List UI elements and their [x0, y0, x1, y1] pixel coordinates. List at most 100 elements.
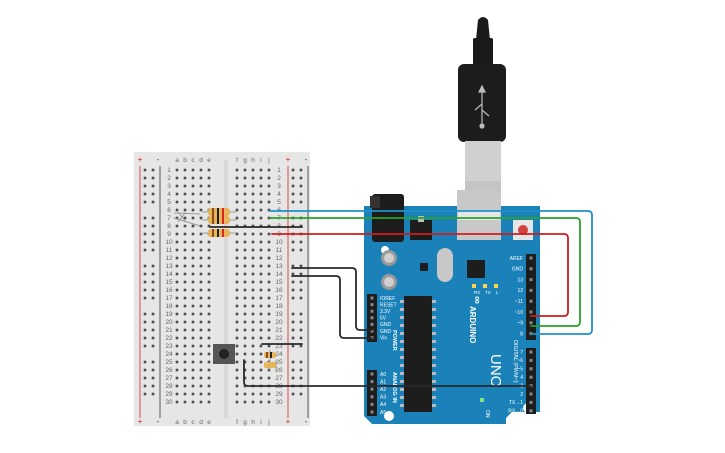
breadboard-hole: [251, 192, 255, 196]
red-wire[interactable]: [271, 233, 569, 317]
header-pin[interactable]: [370, 410, 374, 414]
header-pin[interactable]: [370, 316, 374, 320]
rail-hole: [299, 184, 303, 188]
header-pin[interactable]: [370, 303, 374, 307]
header-pin[interactable]: [370, 402, 374, 406]
header-pin[interactable]: [370, 329, 374, 333]
resistor-pulldown[interactable]: [264, 350, 277, 372]
breadboard-hole: [235, 312, 239, 316]
breadboard-hole: [199, 312, 203, 316]
header-pin[interactable]: [529, 278, 533, 282]
breadboard-hole: [235, 360, 239, 364]
header-pin[interactable]: [370, 296, 374, 300]
breadboard-hole: [199, 224, 203, 228]
rail-hole: [291, 376, 295, 380]
row-number: 18: [275, 303, 283, 310]
breadboard-hole: [259, 320, 263, 324]
header-pin[interactable]: [370, 387, 374, 391]
breadboard-hole: [235, 168, 239, 172]
header-pin[interactable]: [529, 392, 533, 396]
breadboard-hole: [183, 360, 187, 364]
breadboard-hole: [235, 280, 239, 284]
breadboard-hole: [235, 400, 239, 404]
row-number: 12: [165, 255, 173, 262]
breadboard-hole: [207, 384, 211, 388]
rail-hole: [291, 360, 295, 364]
header-pin[interactable]: [529, 375, 533, 379]
row-number: 21: [275, 327, 283, 334]
black-wire-gnd[interactable]: [291, 275, 373, 339]
pin-label: 4: [520, 375, 523, 381]
pin-label: ~10: [515, 310, 524, 316]
breadboard-hole: [183, 336, 187, 340]
rail-sign: -: [157, 417, 160, 426]
rail-sign: -: [157, 155, 160, 164]
rail-hole: [151, 248, 155, 252]
rail-hole: [143, 328, 147, 332]
breadboard-hole: [267, 304, 271, 308]
breadboard-hole: [199, 280, 203, 284]
row-number: 23: [275, 343, 283, 350]
rail-hole: [151, 224, 155, 228]
resistor-2[interactable]: [202, 216, 236, 224]
breadboard-hole: [175, 336, 179, 340]
breadboard-hole: [199, 320, 203, 324]
arduino-brand-label: ARDUINO: [468, 306, 477, 343]
rail-hole: [299, 368, 303, 372]
header-pin[interactable]: [529, 350, 533, 354]
black-wire-5v[interactable]: [291, 267, 373, 331]
green-wire[interactable]: [269, 217, 581, 327]
row-number: 29: [275, 391, 283, 398]
header-pin[interactable]: [529, 321, 533, 325]
column-letter: h: [251, 157, 255, 164]
header-pin[interactable]: [529, 367, 533, 371]
blue-wire[interactable]: [269, 210, 593, 335]
pin-label: A5: [380, 410, 386, 416]
header-pin[interactable]: [529, 400, 533, 404]
header-pin[interactable]: [529, 299, 533, 303]
header-pin[interactable]: [529, 256, 533, 260]
breadboard-hole: [251, 168, 255, 172]
header-pin[interactable]: [370, 309, 374, 313]
row-number: 11: [276, 247, 283, 254]
rail-hole: [299, 192, 303, 196]
header-pin[interactable]: [370, 380, 374, 384]
breadboard-hole: [235, 272, 239, 276]
row-number: 30: [165, 399, 173, 406]
black-wire-button[interactable]: [243, 359, 532, 387]
pushbutton[interactable]: [213, 344, 235, 364]
header-pin[interactable]: [529, 409, 533, 413]
breadboard-hole: [235, 336, 239, 340]
header-pin[interactable]: [529, 310, 533, 314]
resistor-3[interactable]: [202, 229, 236, 237]
header-pin[interactable]: [370, 395, 374, 399]
breadboard-hole: [267, 256, 271, 260]
header-pin[interactable]: [529, 288, 533, 292]
led-component[interactable]: [173, 211, 201, 227]
breadboard-hole: [267, 216, 271, 220]
breadboard-hole: [267, 232, 271, 236]
pin-label: 5V: [380, 316, 387, 322]
breadboard-hole: [175, 328, 179, 332]
resistor-1[interactable]: [202, 208, 236, 216]
breadboard-hole: [175, 200, 179, 204]
rail-hole: [291, 344, 295, 348]
rail-hole: [151, 176, 155, 180]
pin-label: ~11: [515, 299, 523, 305]
rail-hole: [151, 288, 155, 292]
breadboard-hole: [199, 288, 203, 292]
header-pin[interactable]: [370, 372, 374, 376]
breadboard-hole: [267, 328, 271, 332]
rail-hole: [291, 200, 295, 204]
row-number: 4: [167, 191, 171, 198]
breadboard-hole: [267, 392, 271, 396]
header-pin[interactable]: [370, 322, 374, 326]
breadboard-hole: [183, 400, 187, 404]
header-pin[interactable]: [529, 267, 533, 271]
rail-hole: [143, 192, 147, 196]
rail-hole: [299, 168, 303, 172]
breadboard-hole: [251, 296, 255, 300]
header-pin[interactable]: [529, 358, 533, 362]
rail-hole: [299, 320, 303, 324]
breadboard-hole: [259, 256, 263, 260]
